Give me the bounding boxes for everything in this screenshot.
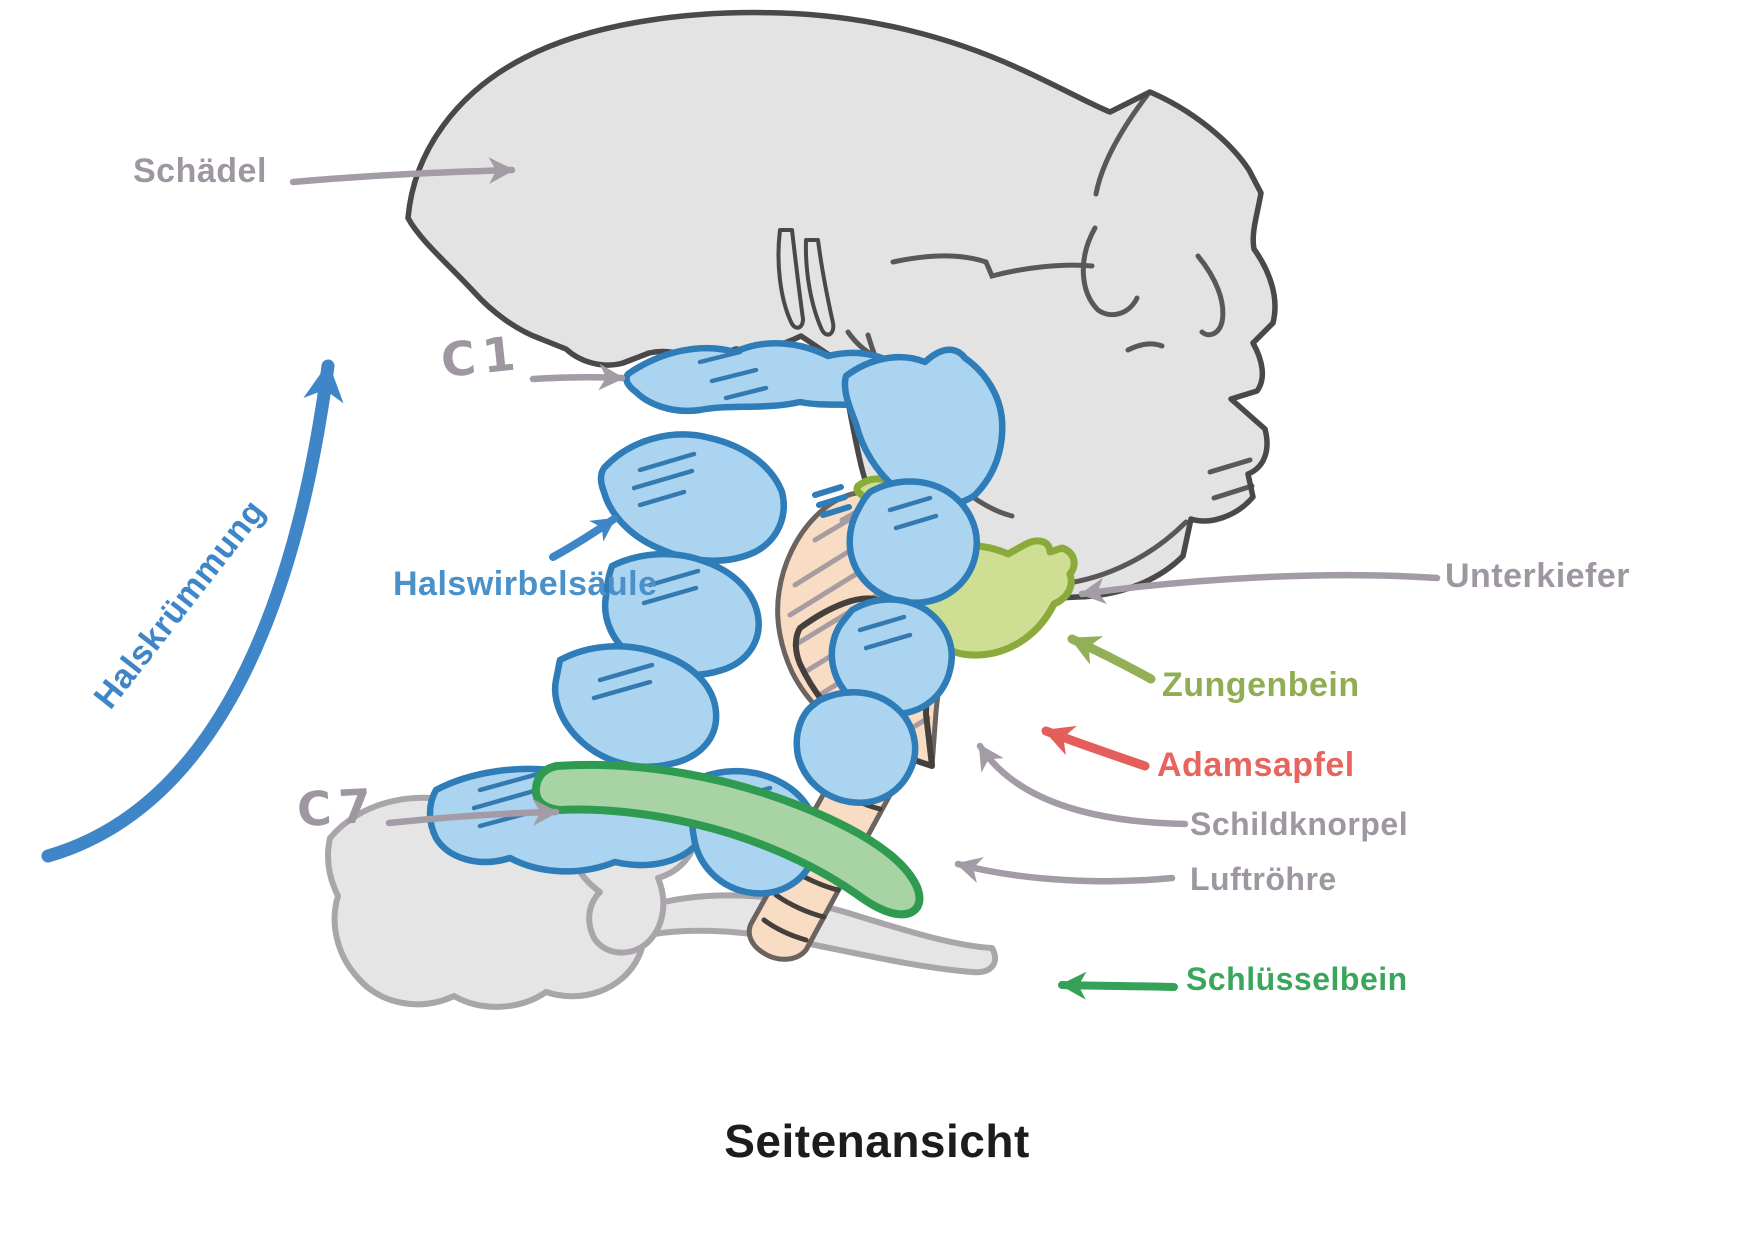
luftroehre-label: Luftröhre	[1190, 861, 1337, 897]
vertebra-axis	[841, 346, 1006, 510]
c1-label: C1	[438, 325, 525, 390]
halswirbelsaeule-label: Halswirbelsäule	[393, 565, 658, 603]
c1-arrow	[529, 363, 626, 391]
luftroehre-arrow	[954, 857, 1176, 885]
c7-arrow	[385, 799, 560, 827]
vertebra	[601, 550, 762, 679]
label-arrows	[41, 157, 1441, 1000]
unterkiefer-arrow	[1078, 571, 1441, 604]
zungenbein-label: Zungenbein	[1162, 666, 1360, 704]
vertebra-dark-patch	[812, 484, 852, 518]
adamsapfel-arrow	[1041, 725, 1150, 771]
vertebra	[551, 643, 720, 770]
halskruemmung-arrow	[41, 359, 344, 863]
adamsapfel-label: Adamsapfel	[1157, 746, 1355, 784]
schildknorpel-arrow	[976, 742, 1189, 828]
schluesselbein-arrow	[1058, 971, 1178, 1000]
vertebra	[793, 689, 919, 806]
schildknorpel-label: Schildknorpel	[1190, 806, 1409, 842]
schluesselbein-label: Schlüsselbein	[1186, 961, 1408, 997]
halswirbelsaeule-arrow	[549, 515, 618, 561]
diagram-title: Seitenansicht	[724, 1115, 1030, 1167]
schaedel-label: Schädel	[133, 152, 267, 190]
vertebra	[846, 478, 980, 606]
zungenbein-arrow	[1067, 634, 1156, 684]
c7-label: C7	[295, 778, 380, 839]
unterkiefer-label: Unterkiefer	[1445, 557, 1631, 595]
schaedel-arrow	[289, 157, 516, 186]
